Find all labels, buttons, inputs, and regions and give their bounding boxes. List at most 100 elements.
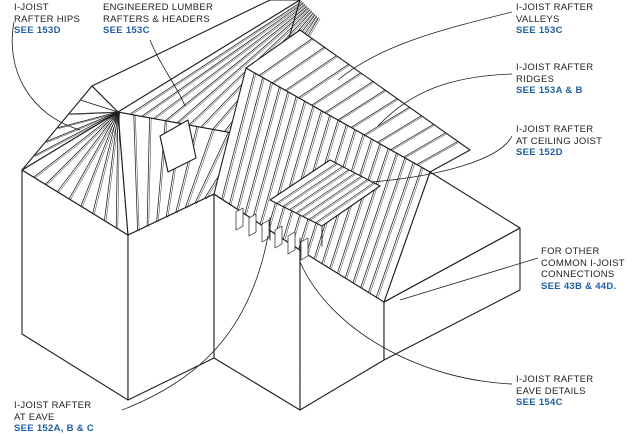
callout-rafter-ridges: I-JOIST RAFTER RIDGES SEE 153A & B	[516, 62, 594, 96]
back-plane-rafter	[154, 5, 307, 120]
eave-rafter-tail	[248, 213, 257, 237]
hip-right-rafter	[177, 126, 199, 214]
ceiling-joist	[315, 182, 375, 224]
leader-other-connections	[399, 257, 539, 301]
reference-153c: SEE 153C	[103, 25, 150, 36]
hip-left-rafter	[35, 112, 120, 157]
reference-153c-valleys: SEE 153C	[516, 25, 563, 36]
main-roof-rafter	[223, 73, 257, 200]
main-roof-rafter	[252, 91, 289, 219]
main-back-rafter	[416, 141, 459, 165]
callout-other-connections: FOR OTHER COMMON I-JOIST CONNECTIONS SEE…	[541, 246, 625, 292]
main-roof-rafter	[221, 72, 255, 200]
hip-left-rafter	[33, 111, 119, 157]
hip-front-rafter	[80, 111, 119, 207]
main-roof-rafter	[277, 106, 315, 235]
main-roof-rafter	[375, 166, 423, 298]
hip-right-rafter	[175, 126, 198, 213]
callout-rafter-at-eave: I-JOIST RAFTER AT EAVE SEE 152A, B & C	[14, 400, 94, 434]
hip-front-rafter	[82, 112, 120, 207]
roof-opening-edge	[159, 135, 169, 173]
main-roof-rafter	[261, 96, 299, 225]
main-back-rafter	[391, 124, 436, 151]
main-back-rafter	[258, 38, 313, 76]
leader-ceiling-joist	[371, 135, 513, 183]
reference-153a-b: SEE 153A & B	[516, 85, 583, 96]
ceiling-joist	[284, 166, 345, 208]
ceiling-joist	[316, 183, 376, 224]
hip-right-rafter	[135, 115, 140, 232]
main-roof-rafter	[354, 153, 399, 284]
main-back-rafter	[298, 63, 349, 99]
main-roof-rafter	[259, 95, 297, 224]
hip-front-rafter	[104, 111, 119, 221]
hip-left-rafter	[68, 111, 119, 115]
leader-rafter-hips	[11, 21, 81, 131]
back-plane-rafter	[143, 3, 306, 118]
hip-front-rafter	[94, 112, 120, 215]
ceiling-joist	[282, 166, 343, 207]
hip-right-rafter	[194, 131, 229, 204]
callout-rafter-ceiling-joist: I-JOIST RAFTER AT CEILING JOIST SEE 152D	[516, 124, 603, 158]
hip-left-rafter	[44, 111, 119, 143]
ceiling-joist	[302, 175, 362, 217]
main-roof-rafter	[246, 87, 282, 215]
main-roof-rafter	[236, 81, 272, 210]
hip-front-rafter	[33, 111, 119, 178]
main-roof-back-plane	[245, 29, 471, 173]
callout-eave-details: I-JOIST RAFTER EAVE DETAILS SEE 154C	[516, 374, 594, 408]
ceiling-joist	[308, 179, 368, 220]
hip-ridge-line	[117, 0, 301, 113]
main-roof-rafter	[230, 77, 265, 205]
ceiling-joist	[310, 179, 370, 221]
main-roof-rafter	[339, 144, 382, 274]
main-roof-rafter	[244, 86, 280, 215]
main-back-rafter	[418, 141, 460, 166]
main-back-rafter	[365, 107, 412, 136]
gable-ceiling-line	[383, 227, 521, 303]
main-back-rafter	[352, 98, 399, 129]
hip-right-rafter	[186, 129, 215, 209]
main-roof-rafter	[344, 147, 389, 278]
leader-engineered-lumber	[149, 39, 186, 107]
hip-front-rafter	[35, 112, 120, 179]
hip-right-rafter	[148, 118, 152, 227]
hip-front-rafter	[56, 111, 119, 193]
main-roof-rafter	[269, 101, 307, 230]
ceiling-joist	[289, 169, 350, 211]
main-back-rafter	[326, 81, 375, 114]
eave-rafter-tail	[287, 231, 296, 255]
back-plane-rafter	[164, 6, 308, 122]
ceiling-joist	[277, 163, 339, 205]
main-back-rafter	[378, 116, 424, 144]
eave-rafter-tail	[274, 225, 283, 249]
hip-right-rafter	[133, 114, 138, 231]
main-back-rafter	[363, 106, 410, 136]
ceiling-joist	[303, 176, 364, 218]
main-roof-rafter	[369, 162, 416, 294]
eave-rafter-tail	[300, 237, 309, 261]
reference-43b-44d: SEE 43B & 44D.	[541, 280, 617, 292]
main-roof-rafter	[254, 92, 290, 220]
hip-front-rafter	[58, 112, 120, 193]
main-back-rafter	[324, 81, 374, 113]
main-roof-rafter	[337, 143, 381, 273]
main-roof-rafter	[368, 162, 414, 293]
reference-154c: SEE 154C	[516, 397, 563, 408]
back-plane-rafter	[129, 1, 303, 115]
main-back-rafter	[350, 98, 398, 128]
hip-front-rafter	[92, 111, 119, 214]
main-back-rafter	[260, 38, 314, 77]
back-plane-rafter	[141, 2, 304, 117]
hip-front-rafter	[70, 112, 120, 200]
main-roof-rafter	[284, 110, 324, 240]
leader-ridges	[377, 73, 513, 127]
back-plane-rafter	[131, 2, 304, 115]
hip-left-rafter	[81, 100, 120, 113]
ceiling-joist	[276, 162, 337, 204]
hip-left-rafter	[46, 112, 120, 143]
main-back-rafter	[286, 56, 339, 92]
main-roof-rafter	[377, 167, 424, 298]
eave-rafter-tail	[235, 207, 244, 231]
